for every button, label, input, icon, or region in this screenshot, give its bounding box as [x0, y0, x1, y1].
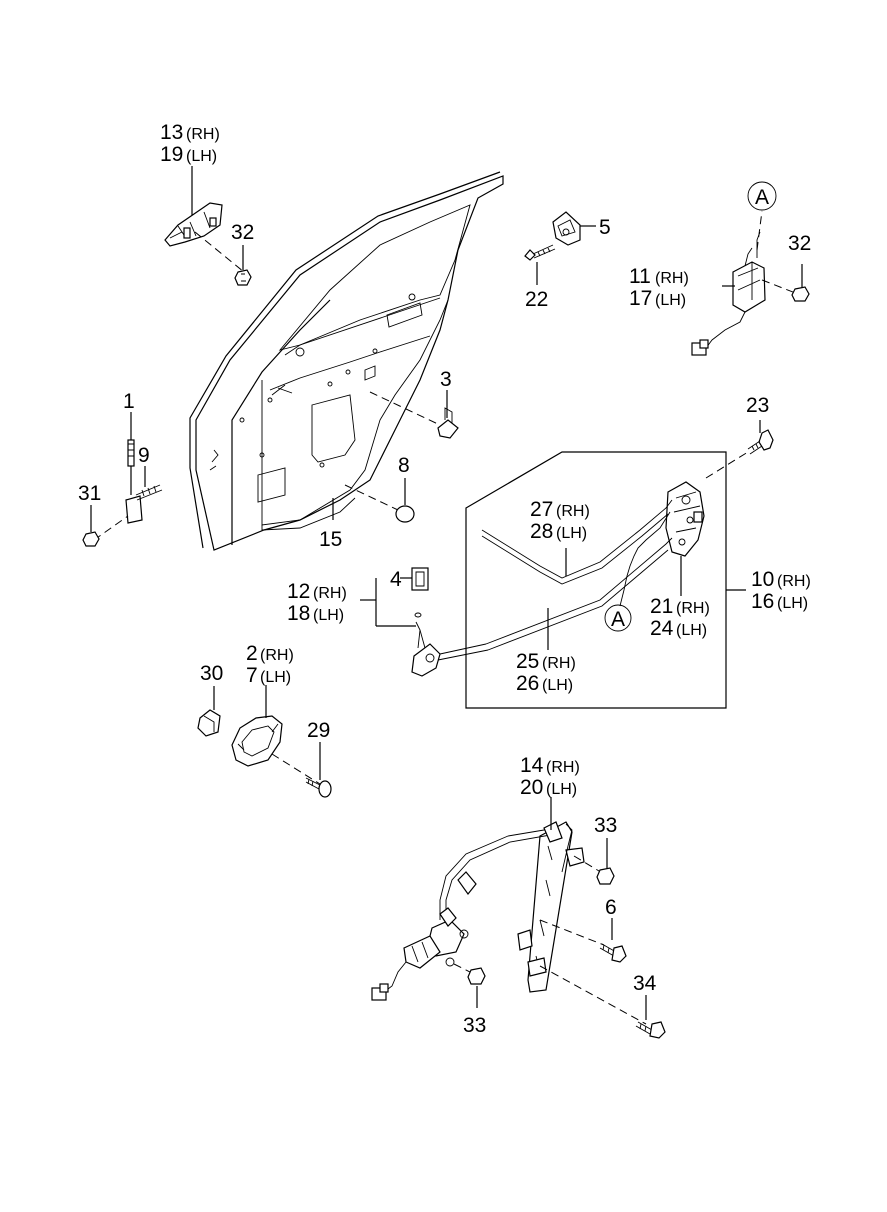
nut-33-upper	[596, 867, 615, 885]
label-21-num: 21	[650, 595, 673, 618]
label-27-side: (RH)	[556, 503, 590, 520]
screw-29	[305, 777, 332, 798]
striker-part	[552, 211, 581, 246]
bolt-22	[524, 244, 556, 261]
nut-32-upper	[234, 269, 252, 286]
label-3: 3	[440, 368, 452, 391]
inside-remote-part	[411, 621, 489, 677]
label-18-side: (LH)	[313, 607, 344, 624]
label-12-side: (RH)	[313, 585, 347, 602]
label-10-side: (RH)	[777, 573, 811, 590]
label-13-side: (RH)	[186, 126, 220, 143]
label-14-side: (RH)	[546, 759, 580, 776]
label-29: 29	[307, 719, 330, 742]
label-16-num: 16	[751, 590, 774, 613]
label-2-num: 2	[246, 642, 258, 665]
clip-4	[411, 567, 429, 591]
label-17-side: (LH)	[655, 292, 686, 309]
label-6: 6	[605, 896, 617, 919]
label-26-side: (LH)	[542, 677, 573, 694]
door-panel	[189, 171, 504, 551]
label-21-side: (RH)	[676, 600, 710, 617]
actuator-part	[691, 231, 766, 356]
label-25-num: 25	[516, 650, 539, 673]
bolt-34	[635, 1021, 666, 1039]
label-33b: 33	[463, 1014, 486, 1037]
label-31: 31	[78, 482, 101, 505]
clip-3	[437, 407, 459, 439]
nut-32-right	[791, 286, 810, 302]
label-14-num: 14	[520, 754, 544, 777]
label-15: 15	[319, 528, 342, 551]
label-22: 22	[525, 288, 548, 311]
cover-30	[197, 709, 221, 737]
label-1: 1	[123, 390, 135, 413]
nut-31	[82, 531, 100, 547]
label-19-num: 19	[160, 143, 183, 166]
label-24-side: (LH)	[676, 622, 707, 639]
label-2-side: (RH)	[260, 647, 294, 664]
label-34: 34	[633, 972, 657, 995]
label-13-num: 13	[160, 121, 183, 144]
label-20-num: 20	[520, 776, 543, 799]
label-25-side: (RH)	[542, 655, 576, 672]
label-10-num: 10	[751, 568, 774, 591]
label-7-side: (LH)	[260, 669, 291, 686]
label-27-num: 27	[530, 498, 553, 521]
label-32a: 32	[231, 221, 254, 244]
label-33a: 33	[594, 814, 617, 837]
label-4: 4	[390, 568, 402, 591]
label-11-num: 11	[629, 265, 651, 288]
label-16-side: (LH)	[777, 595, 808, 612]
label-A-lower: A	[611, 608, 625, 631]
label-9: 9	[138, 444, 150, 467]
label-7-num: 7	[246, 664, 258, 687]
grommet-8	[395, 505, 415, 523]
hinge-part	[125, 439, 163, 524]
label-30: 30	[200, 662, 223, 685]
label-20-side: (LH)	[546, 781, 577, 798]
latch-assembly-box	[465, 451, 727, 709]
label-28-side: (LH)	[556, 525, 587, 542]
label-12-num: 12	[287, 580, 310, 603]
label-28-num: 28	[530, 520, 553, 543]
label-8: 8	[398, 454, 410, 477]
label-17-num: 17	[629, 287, 652, 310]
nut-33-lower	[467, 967, 486, 985]
label-18-num: 18	[287, 602, 310, 625]
label-11-side: (RH)	[655, 270, 689, 287]
label-23: 23	[746, 394, 769, 417]
bolt-6	[599, 943, 627, 963]
door-latch-part	[665, 481, 705, 557]
label-5: 5	[599, 216, 611, 239]
inside-handle-part	[231, 715, 283, 767]
label-24-num: 24	[650, 617, 674, 640]
label-32b: 32	[788, 232, 811, 255]
label-A-top: A	[755, 186, 769, 209]
label-26-num: 26	[516, 672, 539, 695]
outside-handle-part	[164, 202, 223, 247]
bolt-23	[747, 429, 774, 455]
label-19-side: (LH)	[186, 148, 217, 165]
